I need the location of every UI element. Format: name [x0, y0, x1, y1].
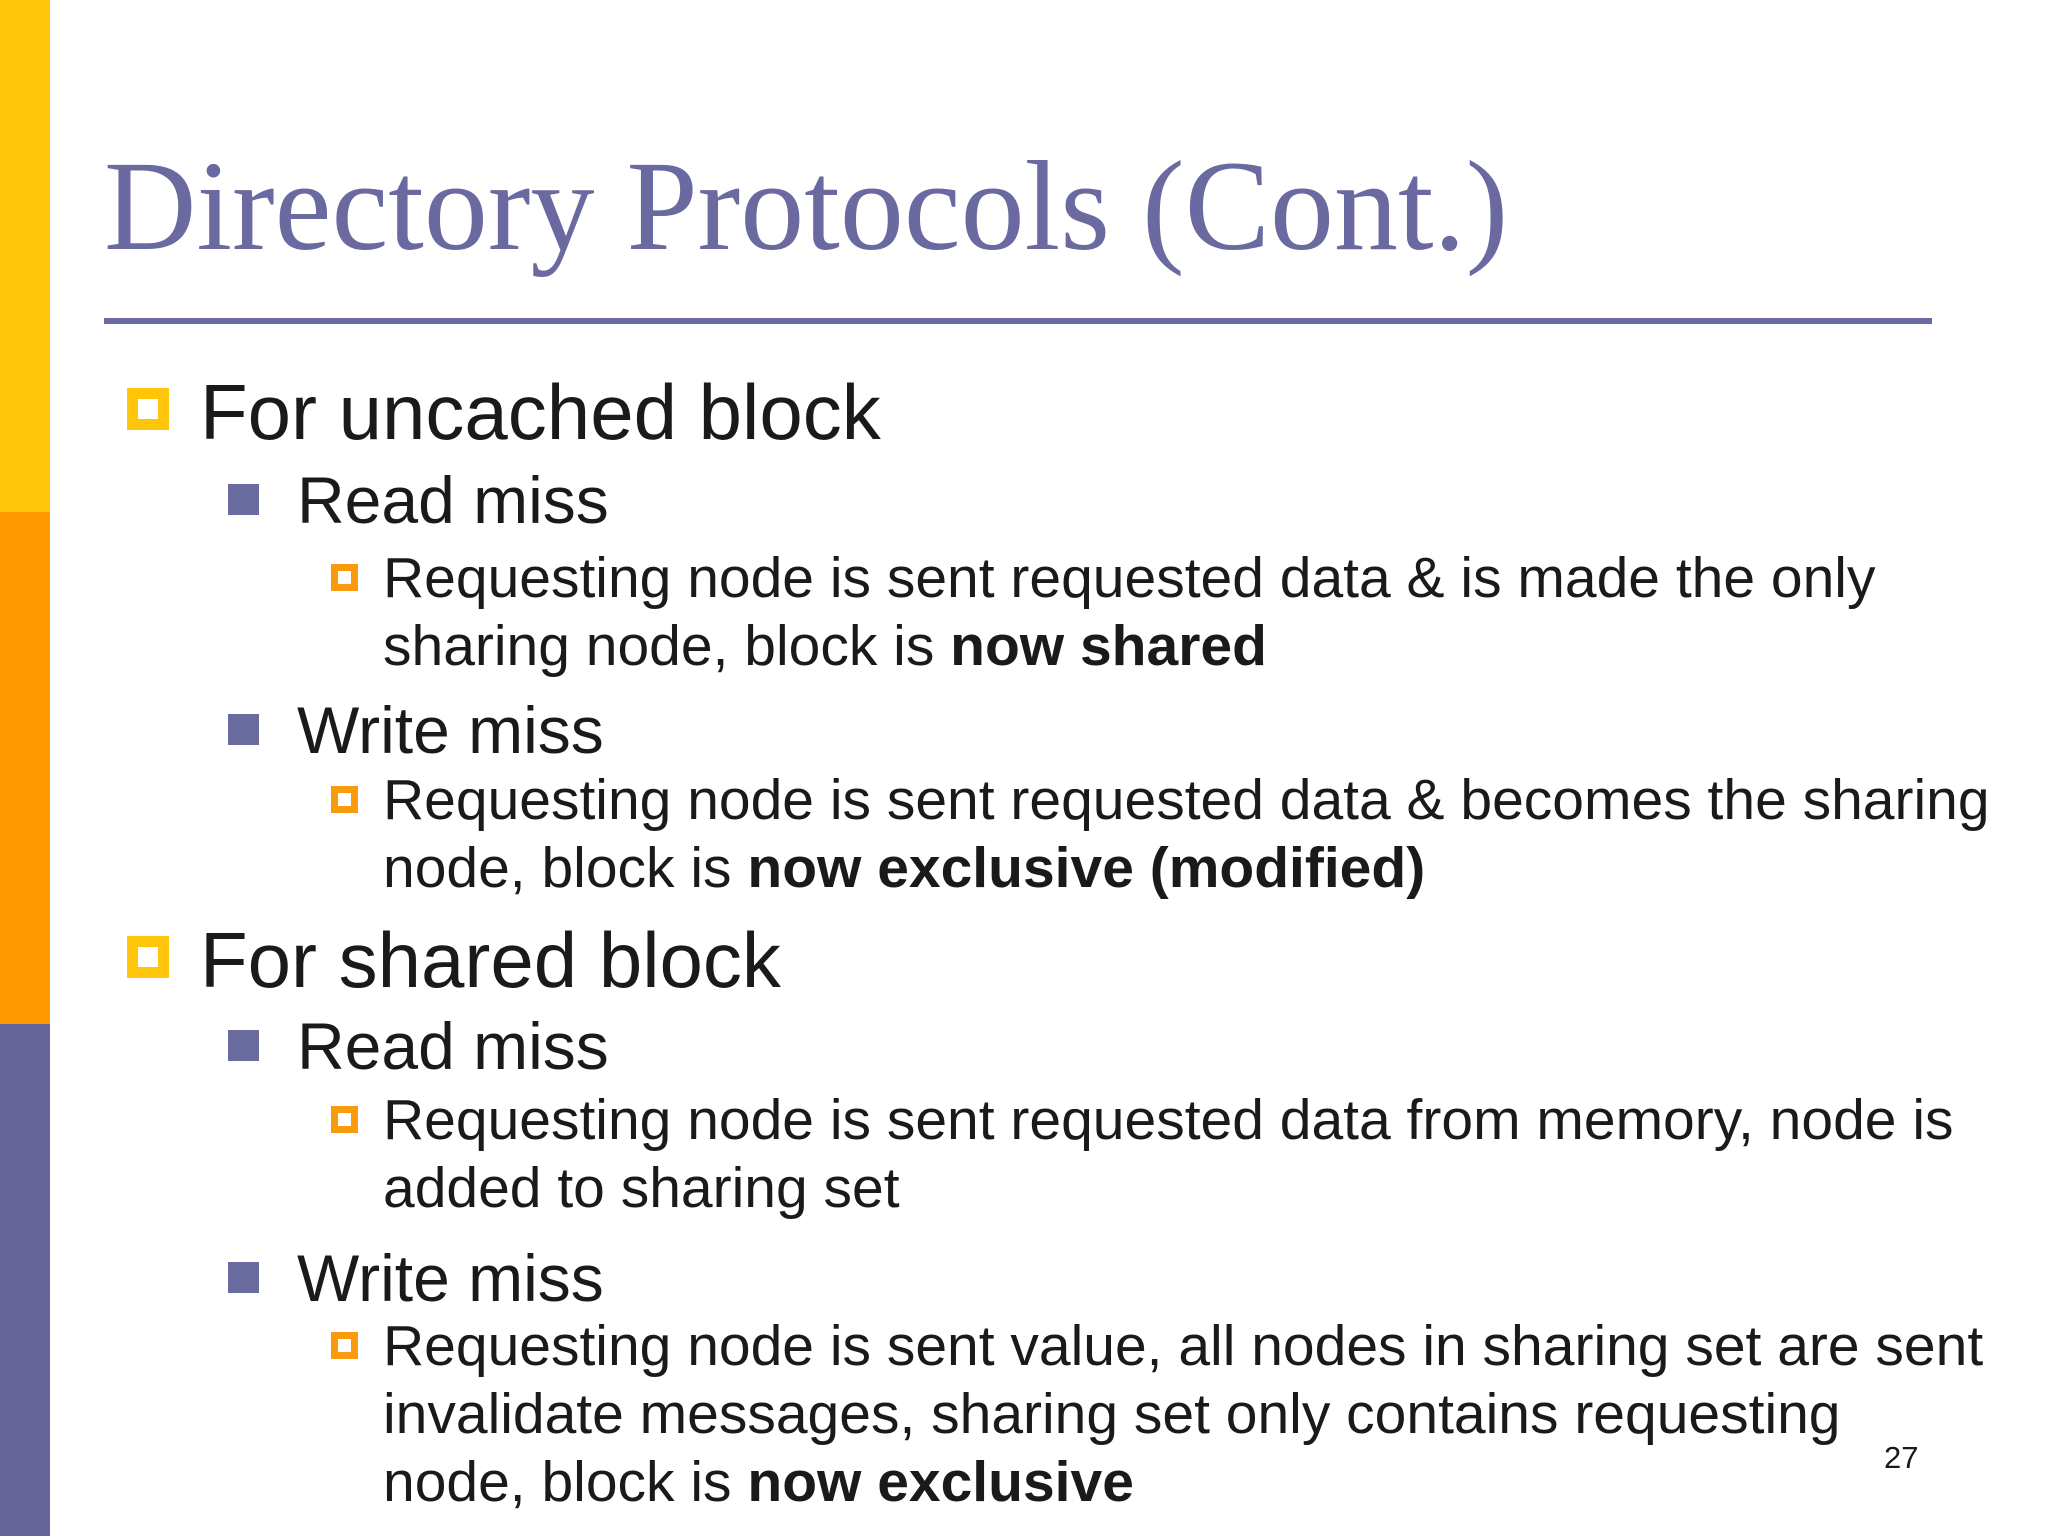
bullet-text-bold: now exclusive: [747, 1450, 1134, 1514]
sidebar-segment-gold: [0, 0, 50, 512]
page-number: 27: [1884, 1440, 1919, 1475]
page-title: Directory Protocols (Cont.): [104, 135, 1509, 277]
bullet-item-level2: Read miss: [228, 462, 1947, 538]
bullet-item-level3: Requesting node is sent requested data f…: [331, 1086, 2043, 1222]
bullet-text: Requesting node is sent requested data &…: [383, 546, 1876, 678]
bullet-text: Requesting node is sent value, all nodes…: [383, 1314, 1984, 1514]
title-underline-rule: [104, 318, 1932, 324]
filled-square-bullet-icon: [228, 714, 259, 745]
bullet-item-level2: Read miss: [228, 1008, 1947, 1084]
hollow-square-bullet-icon: [127, 936, 169, 978]
bullet-text: For uncached block: [200, 368, 881, 456]
sidebar-segment-orange: [0, 512, 50, 1024]
bullet-item-level1: For shared block: [127, 916, 1950, 1004]
bullet-text: Requesting node is sent requested data &…: [383, 768, 1990, 900]
bullet-item-level3: Requesting node is sent requested data &…: [331, 544, 2043, 680]
bullet-text: Read miss: [297, 463, 609, 537]
bullet-text: Write miss: [297, 1241, 604, 1315]
hollow-square-bullet-icon: [331, 1106, 358, 1133]
filled-square-bullet-icon: [228, 484, 259, 515]
bullet-text: Write miss: [297, 693, 604, 767]
bullet-text: Read miss: [297, 1009, 609, 1083]
filled-square-bullet-icon: [228, 1030, 259, 1061]
sidebar-segment-purple: [0, 1024, 50, 1536]
filled-square-bullet-icon: [228, 1262, 259, 1293]
hollow-square-bullet-icon: [331, 1332, 358, 1359]
hollow-square-bullet-icon: [331, 564, 358, 591]
bullet-item-level3: Requesting node is sent requested data &…: [331, 766, 2043, 902]
bullet-item-level2: Write miss: [228, 692, 1947, 768]
bullet-item-level2: Write miss: [228, 1240, 1947, 1316]
bullet-text: Requesting node is sent requested data f…: [383, 1088, 1954, 1220]
bullet-text: For shared block: [200, 916, 781, 1004]
hollow-square-bullet-icon: [127, 388, 169, 430]
sidebar-accent-bar: [0, 0, 50, 1536]
bullet-text-bold: now exclusive (modified): [747, 836, 1426, 900]
bullet-item-level3: Requesting node is sent value, all nodes…: [331, 1312, 2043, 1516]
hollow-square-bullet-icon: [331, 786, 358, 813]
bullet-text-bold: now shared: [950, 614, 1267, 678]
bullet-item-level1: For uncached block: [127, 368, 1950, 456]
